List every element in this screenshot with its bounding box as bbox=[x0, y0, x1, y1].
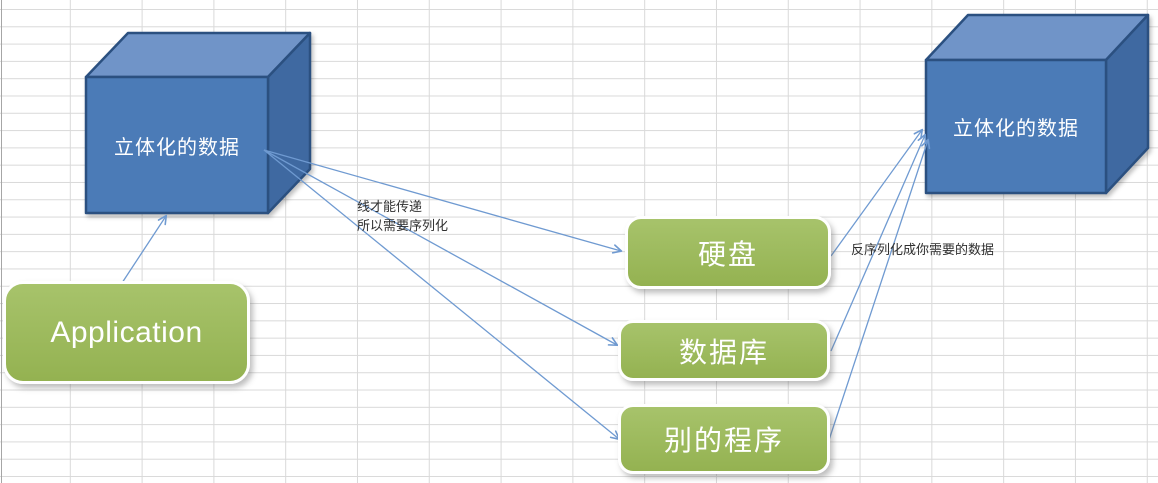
right-cube[interactable] bbox=[924, 13, 1150, 195]
hard-disk-box-label: 硬盘 bbox=[697, 238, 758, 270]
arrow-hard-disk-to-right-cube[interactable] bbox=[830, 128, 924, 257]
deserialize-annotation[interactable]: 反序列化成你需要的数据 bbox=[851, 242, 995, 257]
other-program-box-label: 别的程序 bbox=[663, 425, 784, 456]
application-box[interactable]: Application bbox=[3, 281, 250, 384]
application-box-label: Application bbox=[50, 315, 203, 349]
hard-disk-box[interactable]: 硬盘 bbox=[625, 216, 831, 289]
connector-arrows bbox=[119, 128, 931, 441]
arrow-left-cube-to-database[interactable] bbox=[263, 149, 619, 347]
arrow-database-to-right-cube[interactable] bbox=[830, 133, 927, 352]
serialize-annotation-line1: 线才能传递 bbox=[357, 199, 423, 214]
serialize-annotation-line2: 所以需要序列化 bbox=[357, 217, 449, 233]
right-cube-front-face bbox=[924, 58, 1108, 195]
arrow-left-cube-to-other-program[interactable] bbox=[263, 149, 621, 441]
serialize-annotation[interactable]: 线才能传递 所以需要序列化 bbox=[357, 198, 448, 235]
database-box[interactable]: 数据库 bbox=[618, 320, 830, 381]
arrow-left-cube-to-hard-disk[interactable] bbox=[263, 149, 623, 254]
left-cube-front-face bbox=[84, 75, 270, 215]
arrow-other-program-to-right-cube[interactable] bbox=[828, 138, 931, 441]
arrow-application-to-left-cube[interactable] bbox=[119, 214, 168, 287]
other-program-box[interactable]: 别的程序 bbox=[618, 404, 830, 474]
left-cube[interactable] bbox=[84, 31, 312, 215]
database-box-label: 数据库 bbox=[678, 336, 769, 368]
